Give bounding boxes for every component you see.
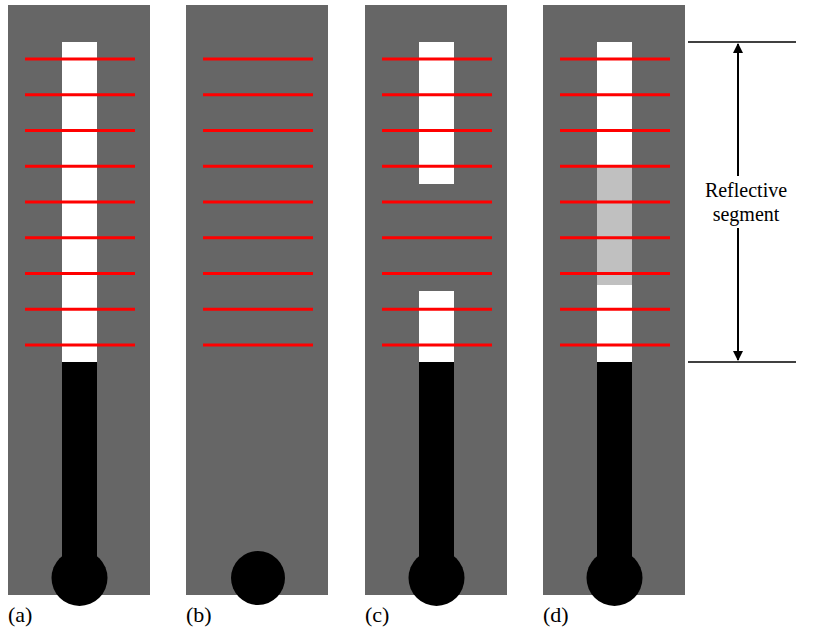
thermometer-stem bbox=[597, 362, 632, 562]
scan-line bbox=[382, 236, 492, 239]
scan-line bbox=[203, 129, 313, 132]
scan-line bbox=[25, 344, 135, 347]
dimension-label: Reflective segment bbox=[692, 176, 800, 228]
scan-line bbox=[382, 165, 492, 168]
scan-line bbox=[203, 272, 313, 275]
scan-line bbox=[382, 272, 492, 275]
grey-strip bbox=[8, 5, 150, 595]
scan-line bbox=[25, 201, 135, 204]
thermometer-bulb bbox=[587, 550, 643, 606]
scan-line bbox=[203, 93, 313, 96]
scan-line bbox=[203, 58, 313, 61]
scan-line bbox=[25, 93, 135, 96]
reflective-segment bbox=[419, 291, 454, 362]
grey-strip bbox=[186, 5, 328, 595]
strip-c bbox=[365, 5, 507, 606]
scan-line bbox=[560, 236, 670, 239]
scan-line bbox=[203, 201, 313, 204]
extension-line bbox=[688, 361, 796, 363]
thermometer-bulb bbox=[231, 551, 285, 605]
strip-a bbox=[8, 5, 150, 606]
scan-line bbox=[203, 308, 313, 311]
scan-line bbox=[560, 272, 670, 275]
reflective-segment bbox=[419, 42, 454, 184]
scan-line bbox=[382, 344, 492, 347]
scan-line bbox=[560, 308, 670, 311]
scan-line bbox=[25, 58, 135, 61]
scan-line bbox=[203, 344, 313, 347]
scan-line bbox=[25, 165, 135, 168]
scan-line bbox=[560, 93, 670, 96]
dimmed-segment bbox=[597, 166, 632, 285]
scan-line bbox=[382, 201, 492, 204]
grey-strip bbox=[365, 5, 507, 595]
strip-d bbox=[543, 5, 685, 606]
scan-line bbox=[25, 308, 135, 311]
thermometer-stem bbox=[62, 362, 97, 562]
scan-line bbox=[382, 308, 492, 311]
scan-line bbox=[382, 129, 492, 132]
extension-line bbox=[688, 41, 796, 43]
panel-label: (b) bbox=[186, 602, 212, 628]
scan-line bbox=[25, 129, 135, 132]
scan-line bbox=[203, 236, 313, 239]
thermometer-bulb bbox=[409, 550, 465, 606]
panel-label: (d) bbox=[543, 602, 569, 628]
scan-line bbox=[203, 165, 313, 168]
scan-line bbox=[560, 201, 670, 204]
scan-line bbox=[560, 58, 670, 61]
panel-label: (c) bbox=[365, 602, 389, 628]
strip-b bbox=[186, 5, 328, 605]
grey-strip bbox=[543, 5, 685, 595]
scan-line bbox=[382, 93, 492, 96]
red-scan-lines bbox=[25, 59, 670, 345]
scan-line bbox=[25, 272, 135, 275]
thermometer-bulb bbox=[52, 550, 108, 606]
scan-line bbox=[560, 344, 670, 347]
scan-line bbox=[560, 165, 670, 168]
scan-line bbox=[382, 58, 492, 61]
thermometer-stem bbox=[419, 362, 454, 562]
panel-label: (a) bbox=[8, 602, 32, 628]
scan-line bbox=[25, 236, 135, 239]
scan-line bbox=[560, 129, 670, 132]
